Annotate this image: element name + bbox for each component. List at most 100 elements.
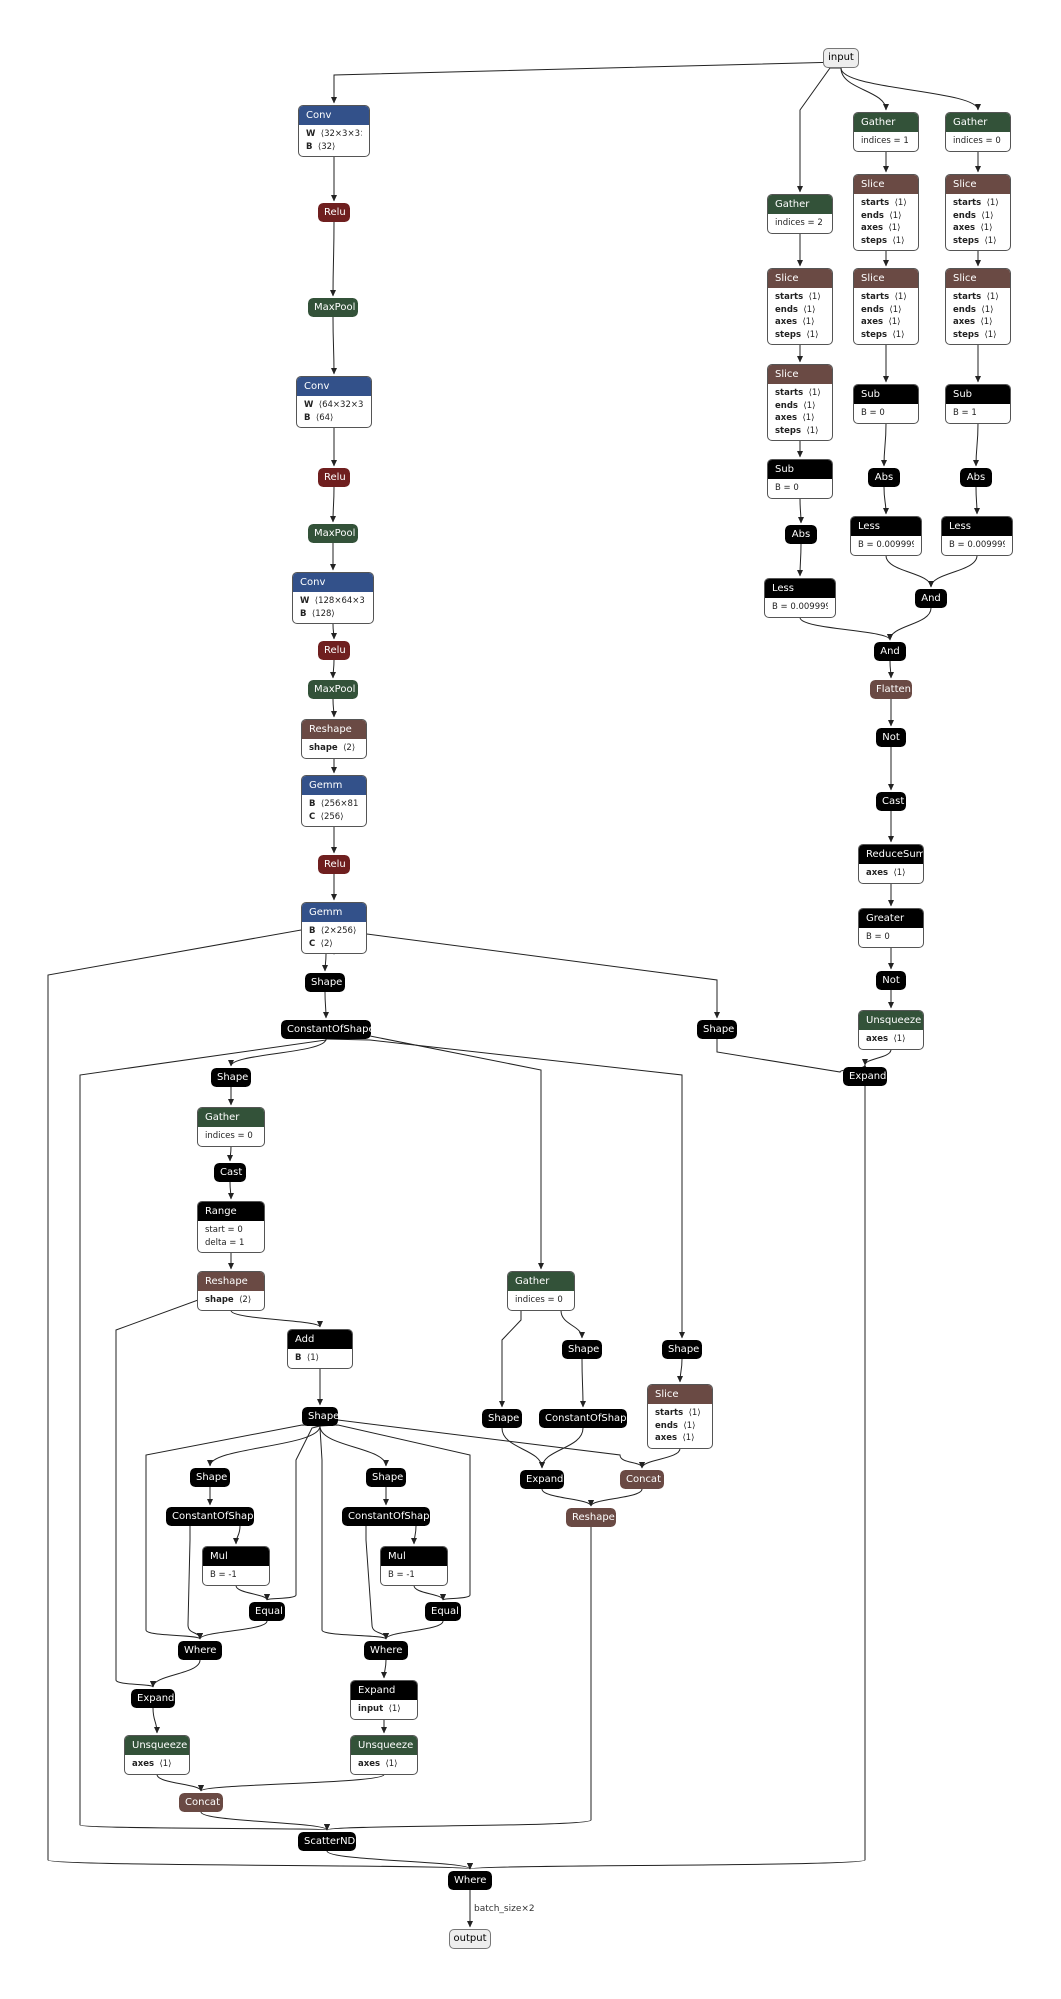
node-expand-r[interactable]: Expand: [843, 1067, 887, 1086]
node-op-label: Slice: [946, 269, 1010, 288]
node-op-label: Not: [876, 728, 906, 747]
node-attribute-row: B ⟨2×256⟩: [309, 925, 359, 938]
node-concat-d[interactable]: Concat: [179, 1793, 223, 1812]
node-op-label: Expand: [520, 1470, 564, 1489]
attribute-value: ⟨64×32×3×3⟩: [318, 400, 364, 410]
node-op-label: Slice: [946, 175, 1010, 194]
node-scatter[interactable]: ScatterND: [298, 1832, 356, 1851]
node-relu3[interactable]: Relu: [318, 641, 350, 660]
node-op-label: Less: [851, 517, 921, 536]
node-attributes: B ⟨1⟩: [288, 1349, 352, 1368]
node-relu4[interactable]: Relu: [318, 855, 350, 874]
node-shape-a[interactable]: Shape: [305, 973, 345, 992]
node-shape-e2[interactable]: Shape: [482, 1409, 522, 1428]
node-equal-d1[interactable]: Equal: [249, 1602, 285, 1621]
node-not1[interactable]: Not: [876, 728, 906, 747]
attribute-key: steps: [861, 329, 888, 340]
node-concat-f[interactable]: Concat: [620, 1470, 664, 1489]
graph-output-node[interactable]: output: [449, 1929, 491, 1949]
node-shape-d2[interactable]: Shape: [366, 1468, 406, 1487]
node-cos1[interactable]: ConstantOfShape: [281, 1020, 371, 1039]
node-pool1[interactable]: MaxPool: [308, 298, 358, 317]
node-flatten[interactable]: Flatten: [870, 680, 912, 699]
node-cos-d2[interactable]: ConstantOfShape: [342, 1507, 430, 1526]
node-expand-e[interactable]: Expand: [520, 1470, 564, 1489]
node-where-d1[interactable]: Where: [178, 1641, 222, 1660]
graph-input-node[interactable]: input: [823, 48, 859, 68]
node-and2[interactable]: And: [915, 589, 947, 608]
attribute-value: ⟨2×256⟩: [320, 926, 357, 936]
edge-equal_d2-to-where_d2: [383, 1620, 444, 1640]
node-pool3[interactable]: MaxPool: [308, 680, 358, 699]
node-not2[interactable]: Not: [876, 971, 906, 990]
node-shape-b[interactable]: Shape: [211, 1068, 251, 1087]
edge-and1-to-flatten: [887, 660, 894, 679]
node-relu2[interactable]: Relu: [318, 468, 350, 487]
node-abs-r1[interactable]: Abs: [785, 525, 817, 544]
node-cos-e[interactable]: ConstantOfShape: [539, 1409, 627, 1428]
node-op-label: Sub: [854, 385, 918, 404]
node-shape-r[interactable]: Shape: [697, 1020, 737, 1039]
node-op-label: Conv: [297, 377, 371, 396]
node-where-final[interactable]: Where: [448, 1871, 492, 1890]
node-sub-r2[interactable]: Sub B = 0: [853, 384, 919, 424]
edge-relu2-to-pool2: [330, 486, 337, 523]
node-shape-c[interactable]: Shape: [302, 1407, 338, 1426]
node-op-label: Mul: [203, 1547, 269, 1566]
node-shape-e1[interactable]: Shape: [562, 1340, 602, 1359]
node-where-d2[interactable]: Where: [364, 1641, 408, 1660]
node-relu1[interactable]: Relu: [318, 203, 350, 222]
attribute-value: ⟨1⟩: [894, 198, 907, 208]
node-pool2[interactable]: MaxPool: [308, 524, 358, 543]
node-abs-r3[interactable]: Abs: [960, 468, 992, 487]
attribute-value: ⟨1⟩: [980, 317, 993, 327]
node-cast-b[interactable]: Cast: [214, 1163, 246, 1182]
node-abs-r2[interactable]: Abs: [868, 468, 900, 487]
node-shape-d1[interactable]: Shape: [190, 1468, 230, 1487]
node-and1[interactable]: And: [874, 642, 906, 661]
node-cast-r[interactable]: Cast: [876, 792, 906, 811]
node-shape-f[interactable]: Shape: [662, 1340, 702, 1359]
node-cos-d1[interactable]: ConstantOfShape: [166, 1507, 254, 1526]
node-equal-d2[interactable]: Equal: [425, 1602, 461, 1621]
node-expand-d1[interactable]: Expand: [131, 1689, 175, 1708]
node-attribute-row: B = 0: [861, 407, 911, 420]
attribute-key: B: [304, 412, 311, 423]
node-attributes: W ⟨32×3×3×3⟩B ⟨32⟩: [299, 125, 369, 156]
node-reshape-f[interactable]: Reshape: [566, 1508, 616, 1527]
